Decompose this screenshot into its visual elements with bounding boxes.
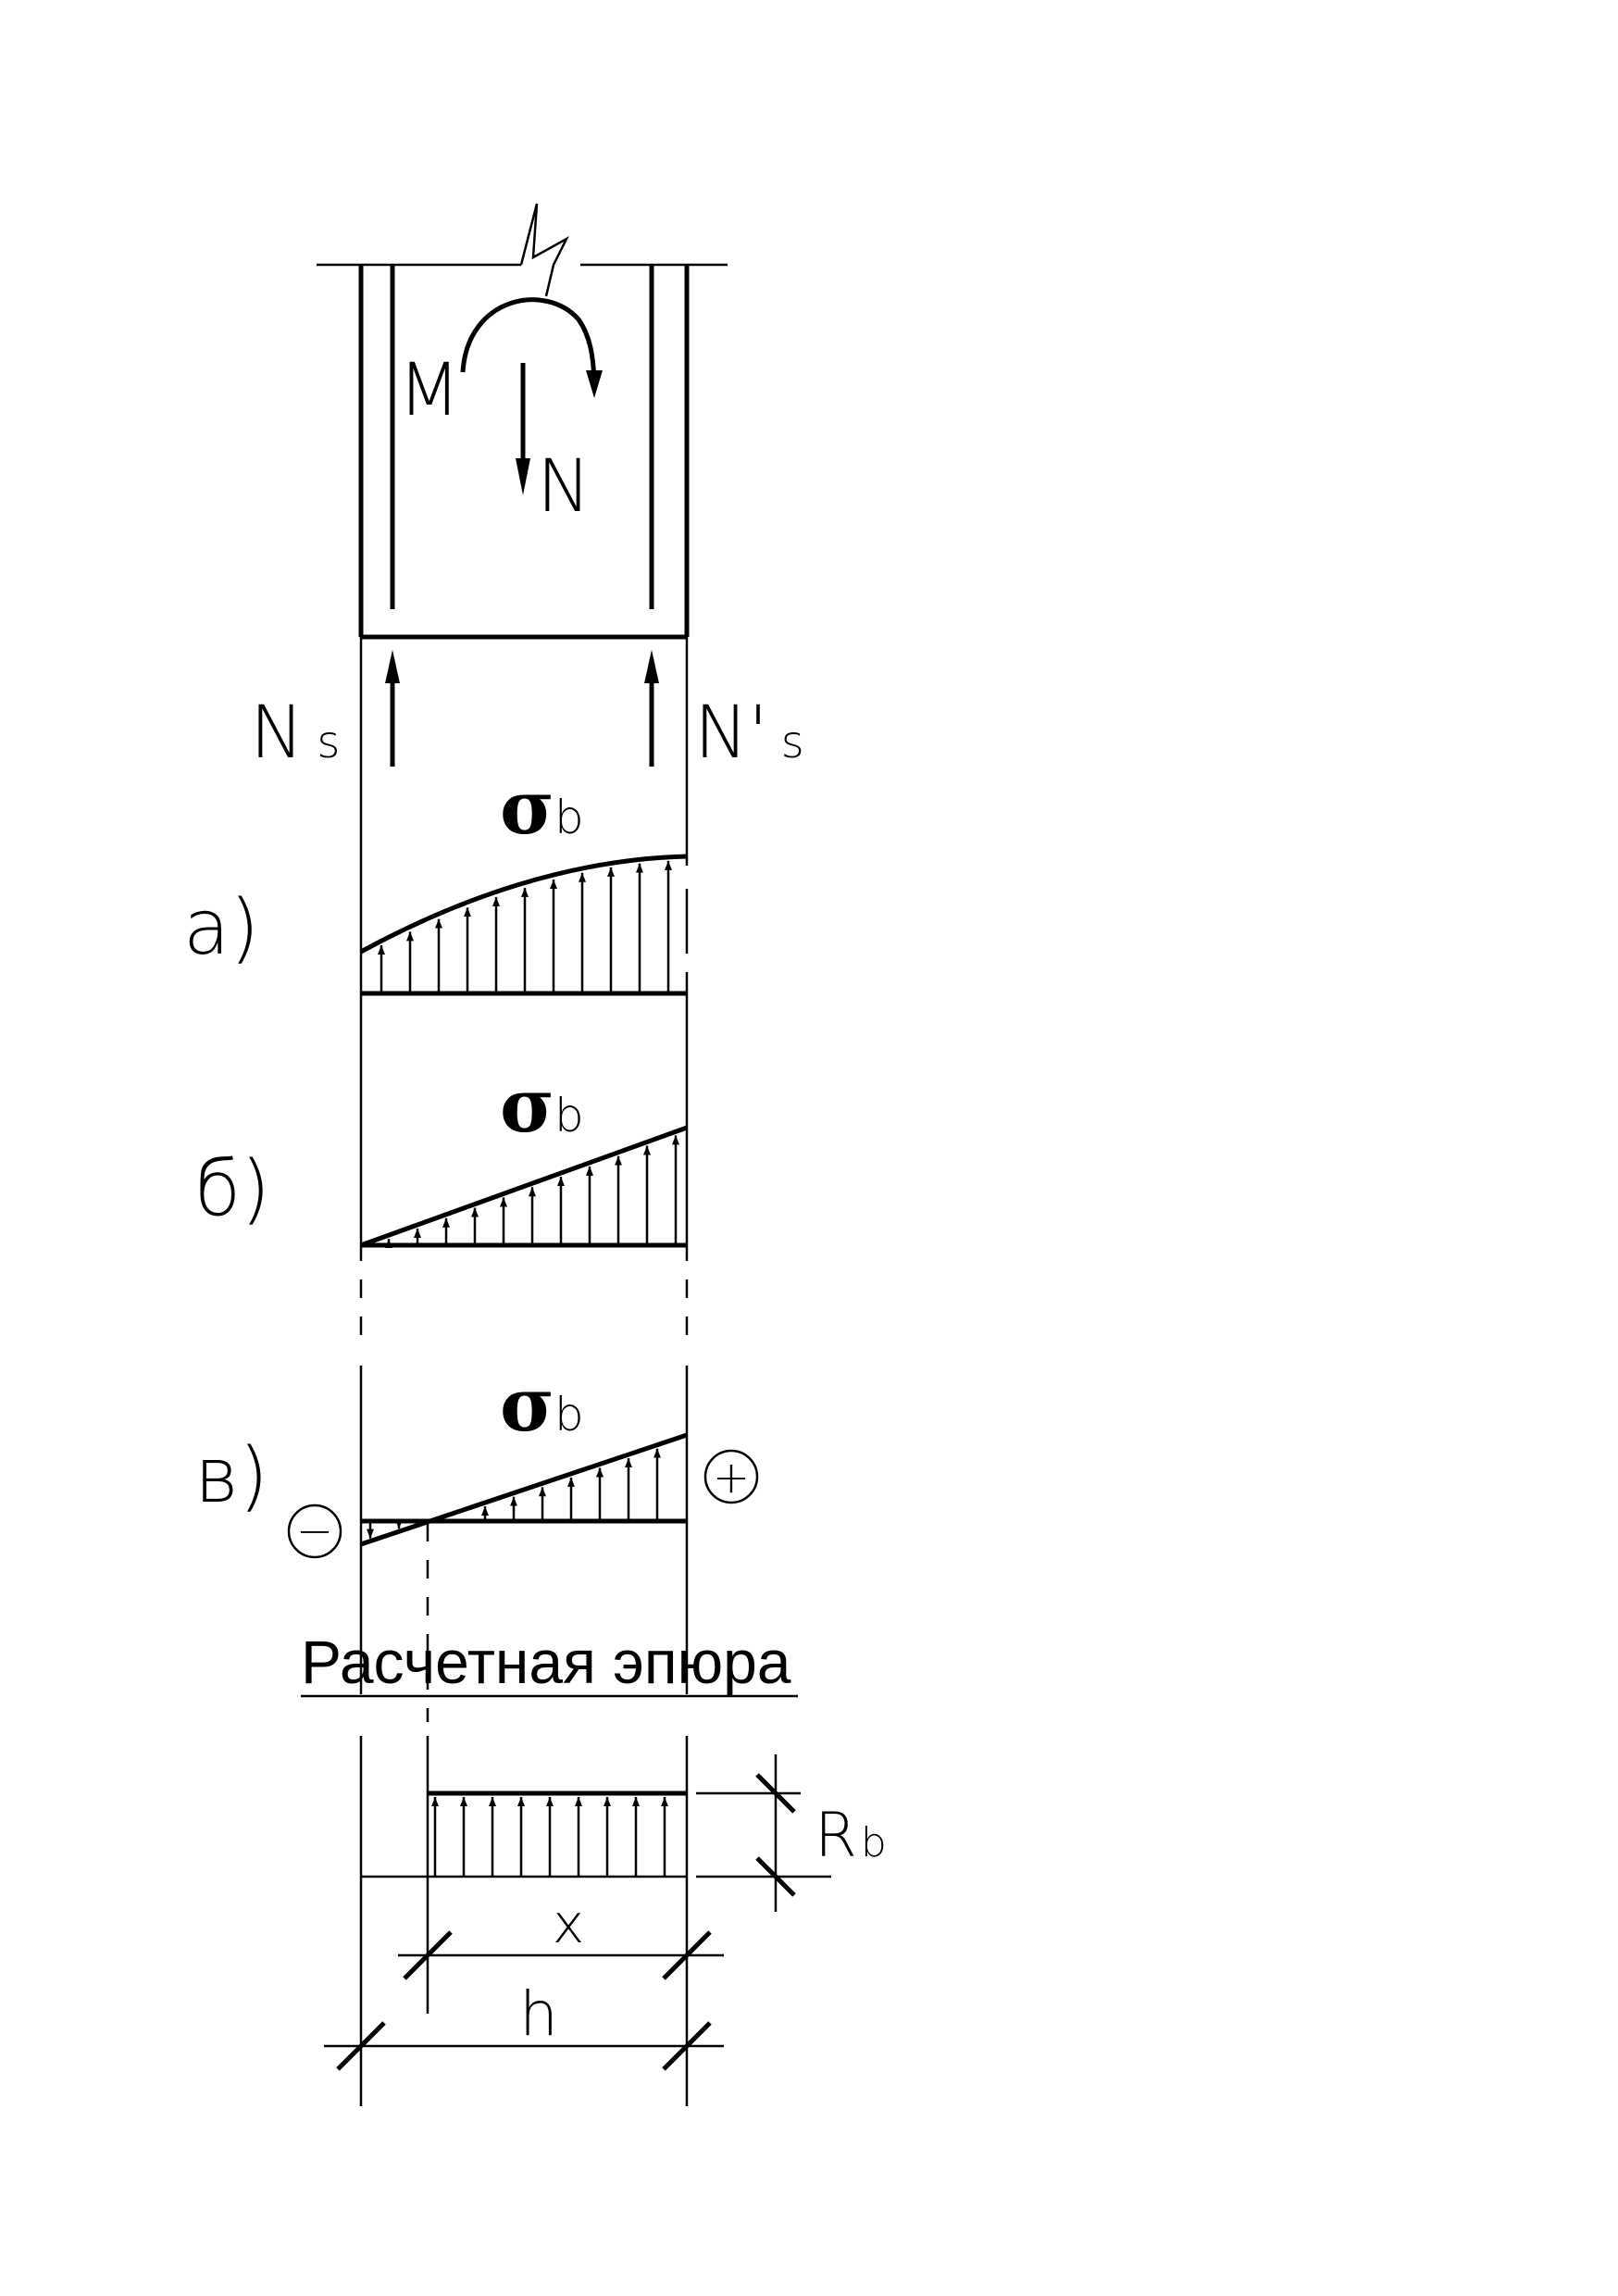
stress-arrows-design bbox=[431, 1797, 668, 1877]
stress-arrows-c bbox=[367, 1448, 661, 1539]
rb-label: Rb bbox=[815, 1800, 887, 1871]
guide-lines bbox=[359, 637, 689, 2106]
case-a-label: а) bbox=[183, 884, 259, 972]
stress-arrows-a bbox=[378, 860, 672, 993]
h-label: h bbox=[519, 1978, 558, 2050]
moment-arrow bbox=[460, 297, 597, 390]
x-label: x bbox=[553, 1892, 584, 1955]
stress-arrows-b bbox=[385, 1135, 679, 1249]
design-diagram: Rb x h bbox=[324, 1754, 887, 2071]
design-diagram-caption: Расчетная эпюра bbox=[301, 1628, 791, 1696]
sigma-label-a: σb bbox=[500, 764, 584, 851]
break-line bbox=[519, 203, 569, 297]
diagram-case-a: σb а) bbox=[183, 764, 688, 996]
stress-curve-a bbox=[359, 854, 688, 955]
moment-arrowhead bbox=[586, 370, 603, 398]
plus-sign: + bbox=[713, 1452, 750, 1504]
axial-force-label: N bbox=[537, 445, 591, 529]
sigma-label-b: σb bbox=[500, 1062, 584, 1149]
plus-sign-icon bbox=[703, 1449, 759, 1504]
stress-line-b bbox=[360, 1125, 688, 1248]
diagram-case-c: σb в) + − bbox=[194, 1361, 759, 1559]
column-element bbox=[317, 203, 728, 640]
diagram-case-b: σb б) bbox=[194, 1062, 688, 1249]
case-c-label: в) bbox=[194, 1432, 268, 1520]
moment-label: M bbox=[398, 349, 460, 432]
sigma-label-c: σb bbox=[500, 1361, 584, 1448]
stress-line-c bbox=[360, 1432, 688, 1547]
case-b-label: б) bbox=[194, 1145, 270, 1233]
ns-prime-label: N's bbox=[694, 692, 804, 775]
minus-sign: − bbox=[296, 1505, 333, 1557]
minus-sign-icon bbox=[287, 1504, 342, 1559]
